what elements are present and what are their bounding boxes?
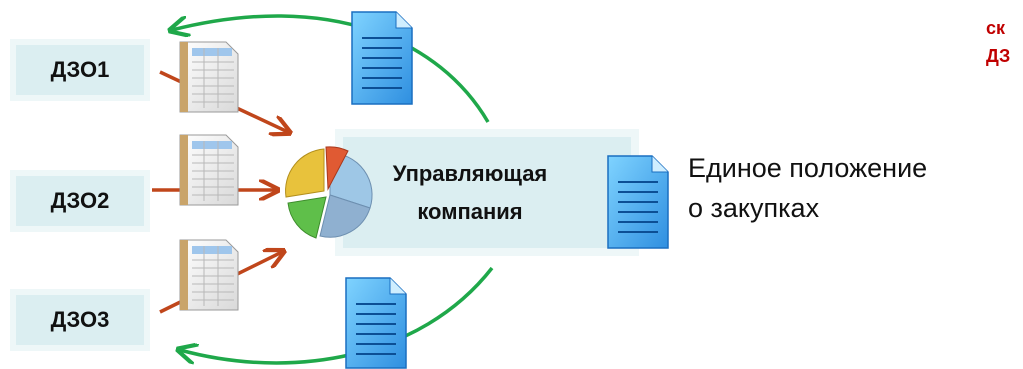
center-line-2: компания <box>417 199 523 224</box>
policy-line-1: Единое положение <box>688 153 928 183</box>
red-note-line-1: ск <box>986 18 1006 38</box>
unified-procurement-policy-text: Единое положение о закупках <box>688 148 927 228</box>
red-note: ск ДЗ <box>986 14 1010 70</box>
dzo3-box: ДЗО3 <box>10 289 150 351</box>
dzo1-box: ДЗО1 <box>10 39 150 101</box>
dzo2-label: ДЗО2 <box>50 188 110 213</box>
red-note-line-2: ДЗ <box>986 46 1011 66</box>
center-line-1: Управляющая <box>392 161 548 186</box>
red-arrow-3 <box>159 252 282 314</box>
policy-line-2: о закупках <box>688 193 820 223</box>
dzo3-label: ДЗО3 <box>50 307 110 332</box>
dzo1-label: ДЗО1 <box>50 57 110 82</box>
red-arrow-1 <box>159 70 288 132</box>
management-company-label: Управляющая компания <box>375 155 565 231</box>
dzo2-box: ДЗО2 <box>10 170 150 232</box>
green-arrow-bottom <box>180 266 494 365</box>
green-arrow-top <box>172 14 490 123</box>
